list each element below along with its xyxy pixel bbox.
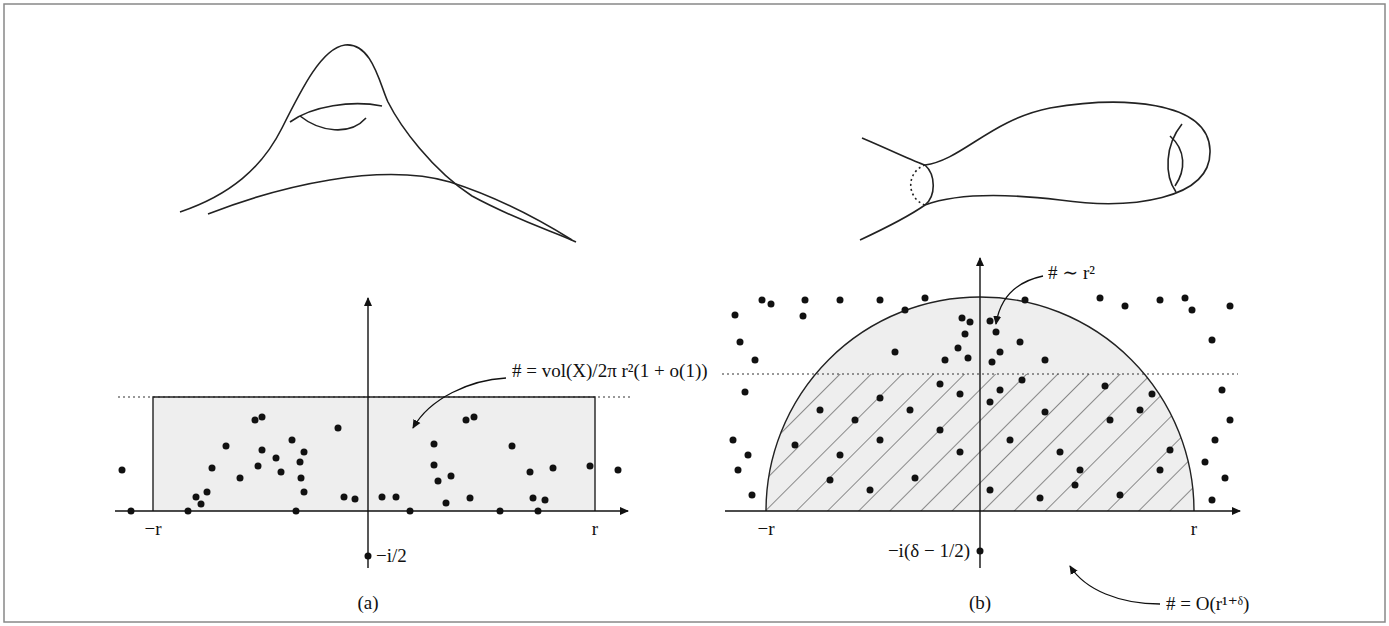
- point-label: −i(δ − 1/2): [888, 540, 970, 562]
- imag-axis: [979, 258, 980, 568]
- resonance-dots: [730, 295, 1234, 504]
- panel-label: (a): [357, 592, 378, 614]
- count-formula: # = O(r¹⁺ᵟ): [1166, 593, 1249, 615]
- axis-tick: −r: [757, 518, 774, 540]
- region-border: [153, 397, 595, 511]
- panel-label: (b): [969, 592, 991, 614]
- panel-b: [722, 258, 1240, 604]
- axis-tick: −r: [144, 518, 161, 540]
- funnel-surface: [860, 102, 1210, 240]
- pointer-arrow: [996, 276, 1043, 324]
- real-axis: [115, 510, 628, 511]
- pointer-arrow: [1070, 566, 1160, 604]
- point-label: −i/2: [376, 545, 407, 567]
- imag-axis: [367, 298, 368, 568]
- resonance-dots: [119, 414, 622, 515]
- axis-tick: r: [592, 518, 598, 540]
- point: [977, 548, 984, 555]
- cusp-surface: [180, 45, 576, 242]
- count-formula: # = vol(X)/2π r²(1 + o(1)): [512, 360, 708, 382]
- count-region: [153, 397, 595, 511]
- real-axis: [725, 510, 1240, 511]
- point: [365, 553, 372, 560]
- frame: [4, 4, 1385, 622]
- axis-tick: r: [1191, 518, 1197, 540]
- count-formula: # ∼ r²: [1048, 262, 1095, 284]
- panel-a: [115, 298, 632, 568]
- pointer-arrow: [413, 378, 506, 428]
